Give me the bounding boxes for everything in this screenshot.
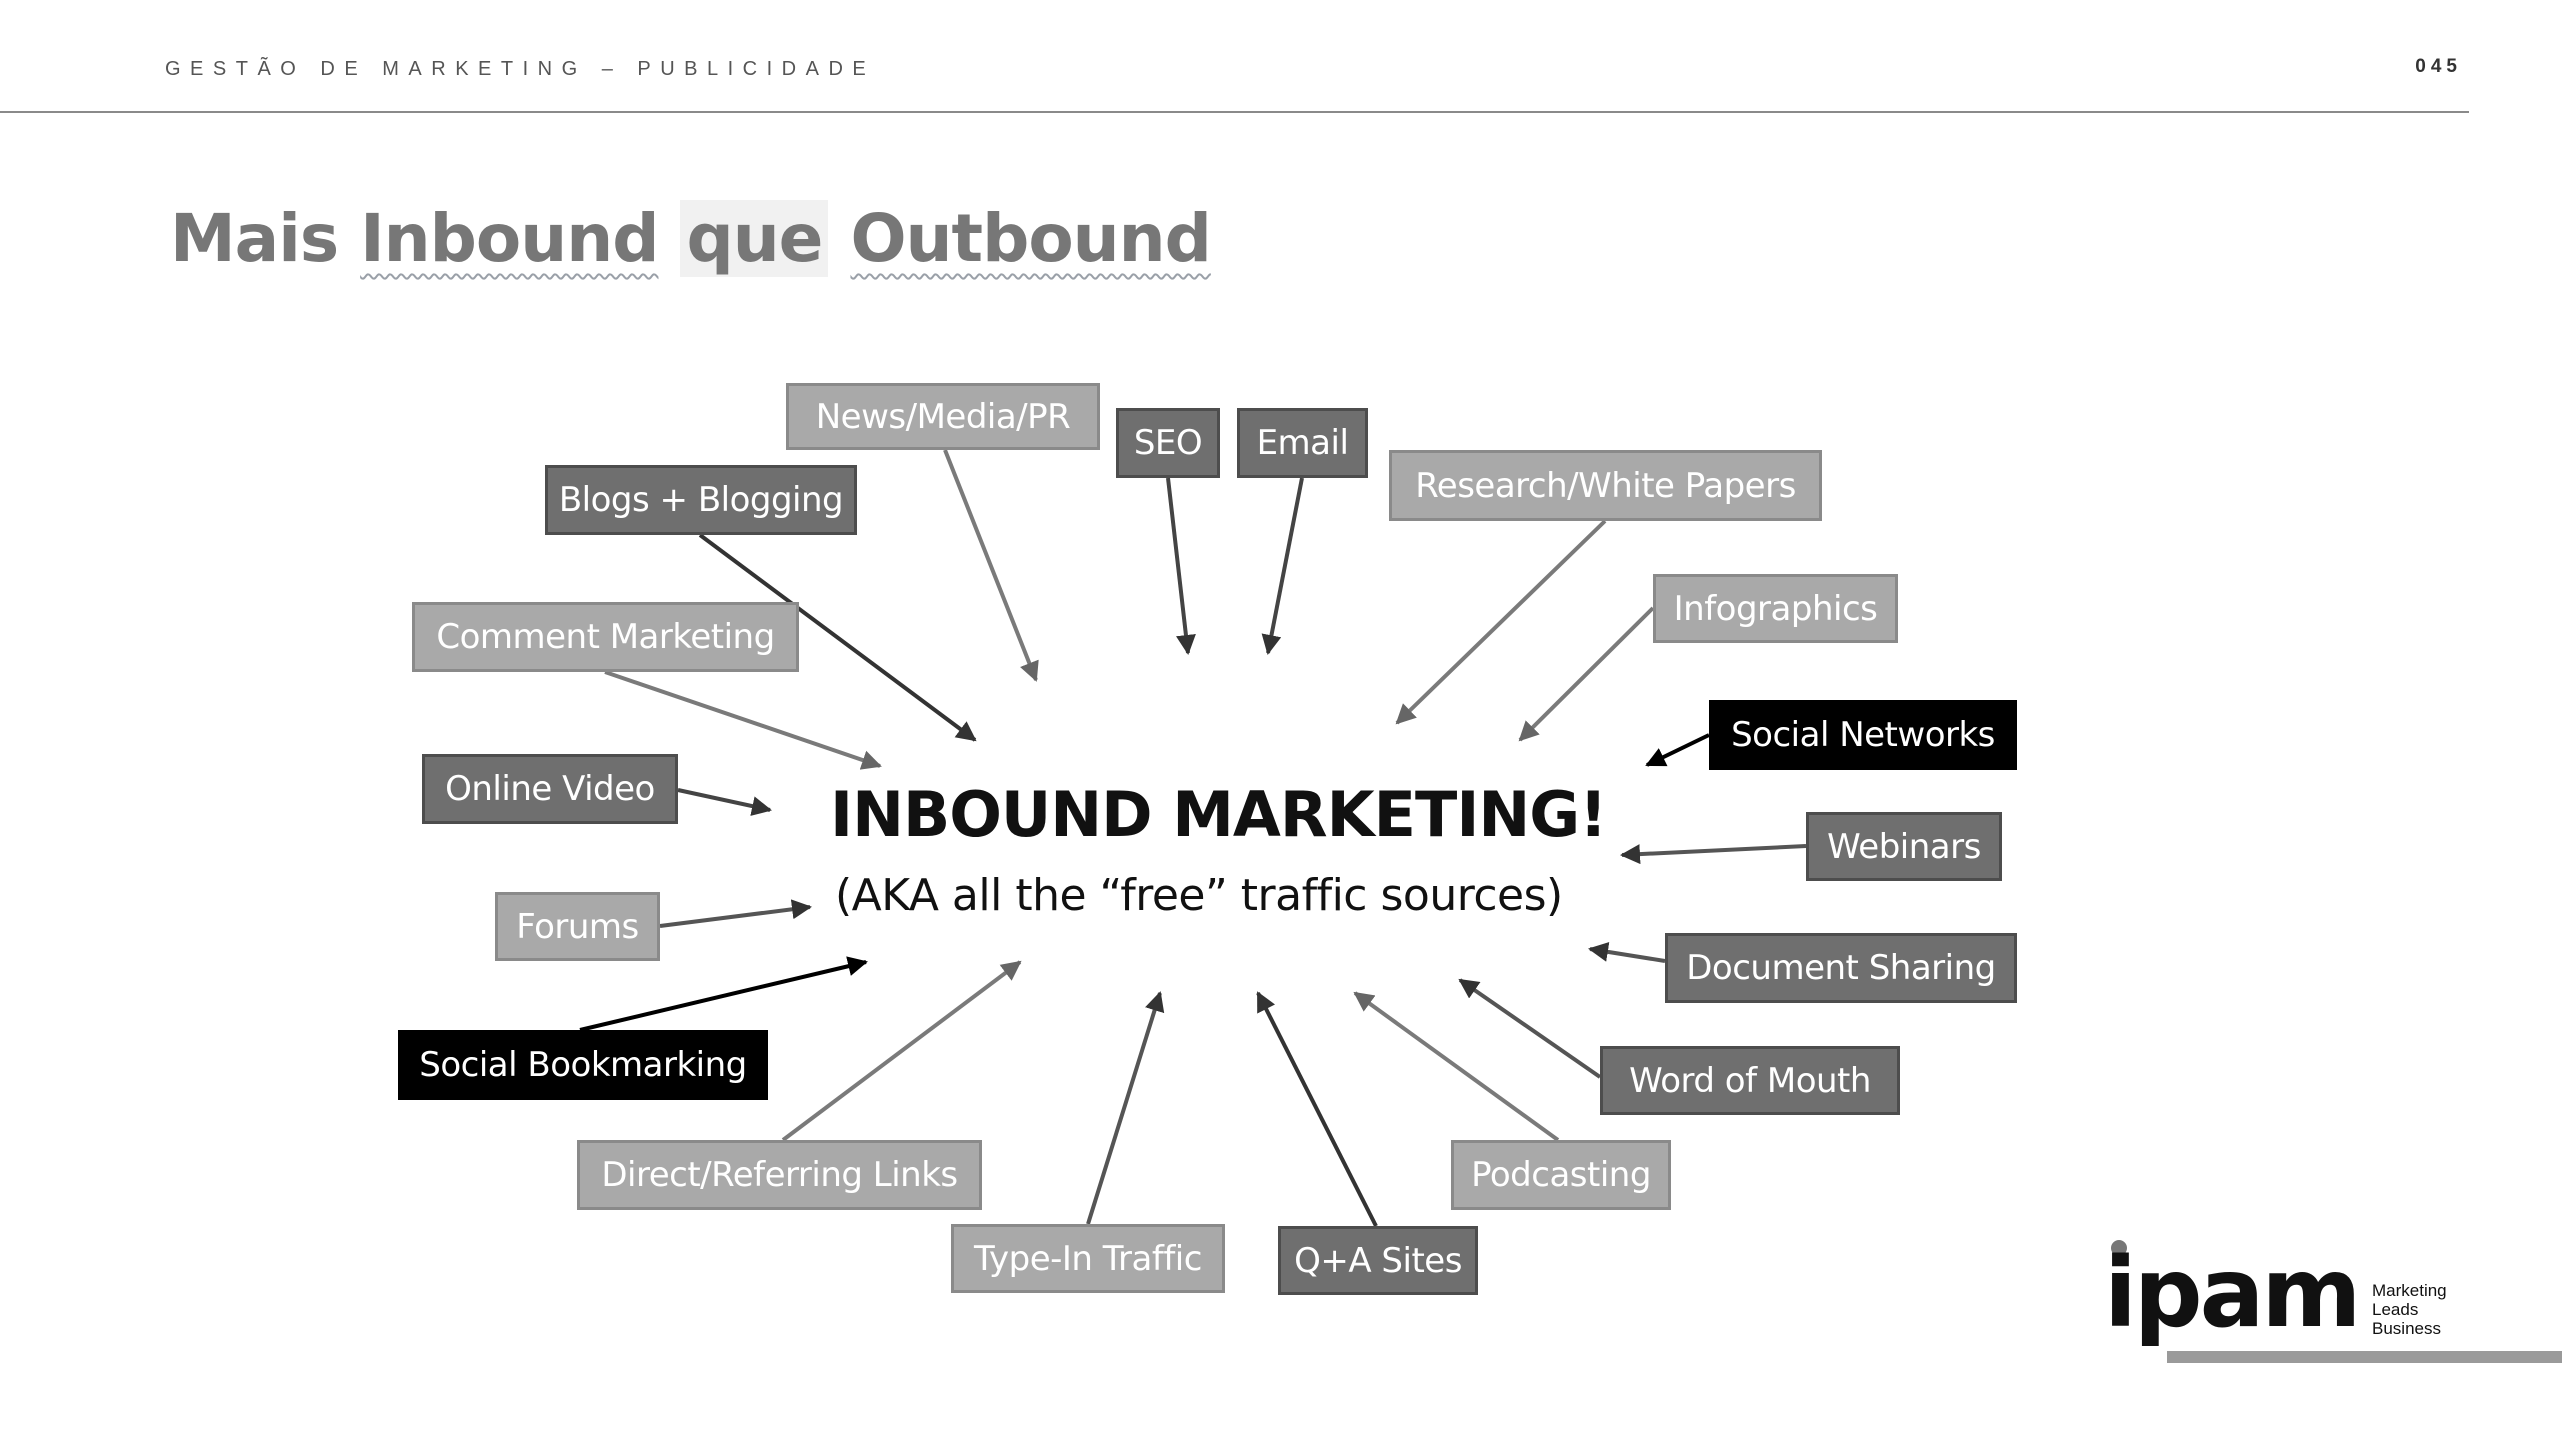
node-type-in-traffic: Type-In Traffic bbox=[951, 1224, 1225, 1293]
page-number: 045 bbox=[2415, 56, 2462, 77]
logo-wordmark: ipam bbox=[2104, 1237, 2361, 1349]
arrow-document-sharing bbox=[1588, 941, 1666, 963]
arrow-word-of-mouth bbox=[1458, 978, 1602, 1079]
slide-title: Mais Inbound que Outbound bbox=[170, 200, 1212, 277]
arrow-comment bbox=[604, 670, 882, 770]
node-research-white-papers: Research/White Papers bbox=[1389, 450, 1822, 521]
arrow-email bbox=[1261, 477, 1304, 655]
arrow-webinars bbox=[1620, 844, 1807, 865]
arrow-podcasting bbox=[1353, 991, 1560, 1142]
logo-tagline-line: Marketing bbox=[2372, 1281, 2447, 1300]
title-word-inbound: Inbound bbox=[360, 200, 659, 277]
title-word-que: que bbox=[680, 200, 829, 277]
diagram-center-title: INBOUND MARKETING! bbox=[830, 778, 1607, 851]
arrow-social-networks bbox=[1645, 733, 1710, 767]
arrow-social-bookmarking bbox=[579, 956, 868, 1032]
node-blogs-blogging: Blogs + Blogging bbox=[545, 465, 857, 535]
arrow-direct-links bbox=[781, 960, 1022, 1142]
arrow-online-video bbox=[677, 788, 772, 816]
arrow-news bbox=[943, 449, 1039, 682]
arrow-blogs bbox=[698, 533, 977, 742]
arrow-qa-sites bbox=[1256, 991, 1378, 1227]
node-news-media-pr: News/Media/PR bbox=[786, 383, 1100, 450]
node-direct-referring-links: Direct/Referring Links bbox=[577, 1140, 982, 1210]
logo-dot bbox=[2111, 1240, 2127, 1256]
node-email: Email bbox=[1237, 408, 1368, 478]
node-document-sharing: Document Sharing bbox=[1665, 933, 2017, 1003]
title-word-mais: Mais bbox=[170, 200, 339, 277]
node-webinars: Webinars bbox=[1806, 812, 2002, 881]
logo-tagline-line: Leads bbox=[2372, 1300, 2419, 1319]
arrow-infographics bbox=[1518, 606, 1655, 742]
arrow-research bbox=[1395, 519, 1607, 725]
node-social-networks: Social Networks bbox=[1709, 700, 2017, 770]
header-rule bbox=[0, 111, 2469, 113]
logo-tagline-line: Business bbox=[2372, 1319, 2441, 1338]
ipam-logo: ipam Marketing Leads Business bbox=[2100, 1237, 2562, 1375]
node-seo: SEO bbox=[1116, 408, 1220, 478]
node-forums: Forums bbox=[495, 892, 660, 961]
node-qa-sites: Q+A Sites bbox=[1278, 1226, 1478, 1295]
title-word-outbound: Outbound bbox=[850, 200, 1211, 277]
node-online-video: Online Video bbox=[422, 754, 678, 824]
node-word-of-mouth: Word of Mouth bbox=[1600, 1046, 1900, 1115]
node-social-bookmarking: Social Bookmarking bbox=[398, 1030, 768, 1100]
header-label: GESTÃO DE MARKETING – PUBLICIDADE bbox=[165, 58, 876, 80]
logo-bar bbox=[2167, 1351, 2562, 1363]
node-comment-marketing: Comment Marketing bbox=[412, 602, 799, 672]
arrow-forums bbox=[659, 899, 812, 928]
node-infographics: Infographics bbox=[1653, 574, 1898, 643]
arrow-seo bbox=[1166, 477, 1196, 655]
logo-tagline: Marketing Leads Business bbox=[2372, 1281, 2447, 1338]
node-podcasting: Podcasting bbox=[1451, 1140, 1671, 1210]
diagram-center-subtitle: (AKA all the “free” traffic sources) bbox=[835, 870, 1563, 921]
arrow-type-in bbox=[1086, 991, 1165, 1225]
